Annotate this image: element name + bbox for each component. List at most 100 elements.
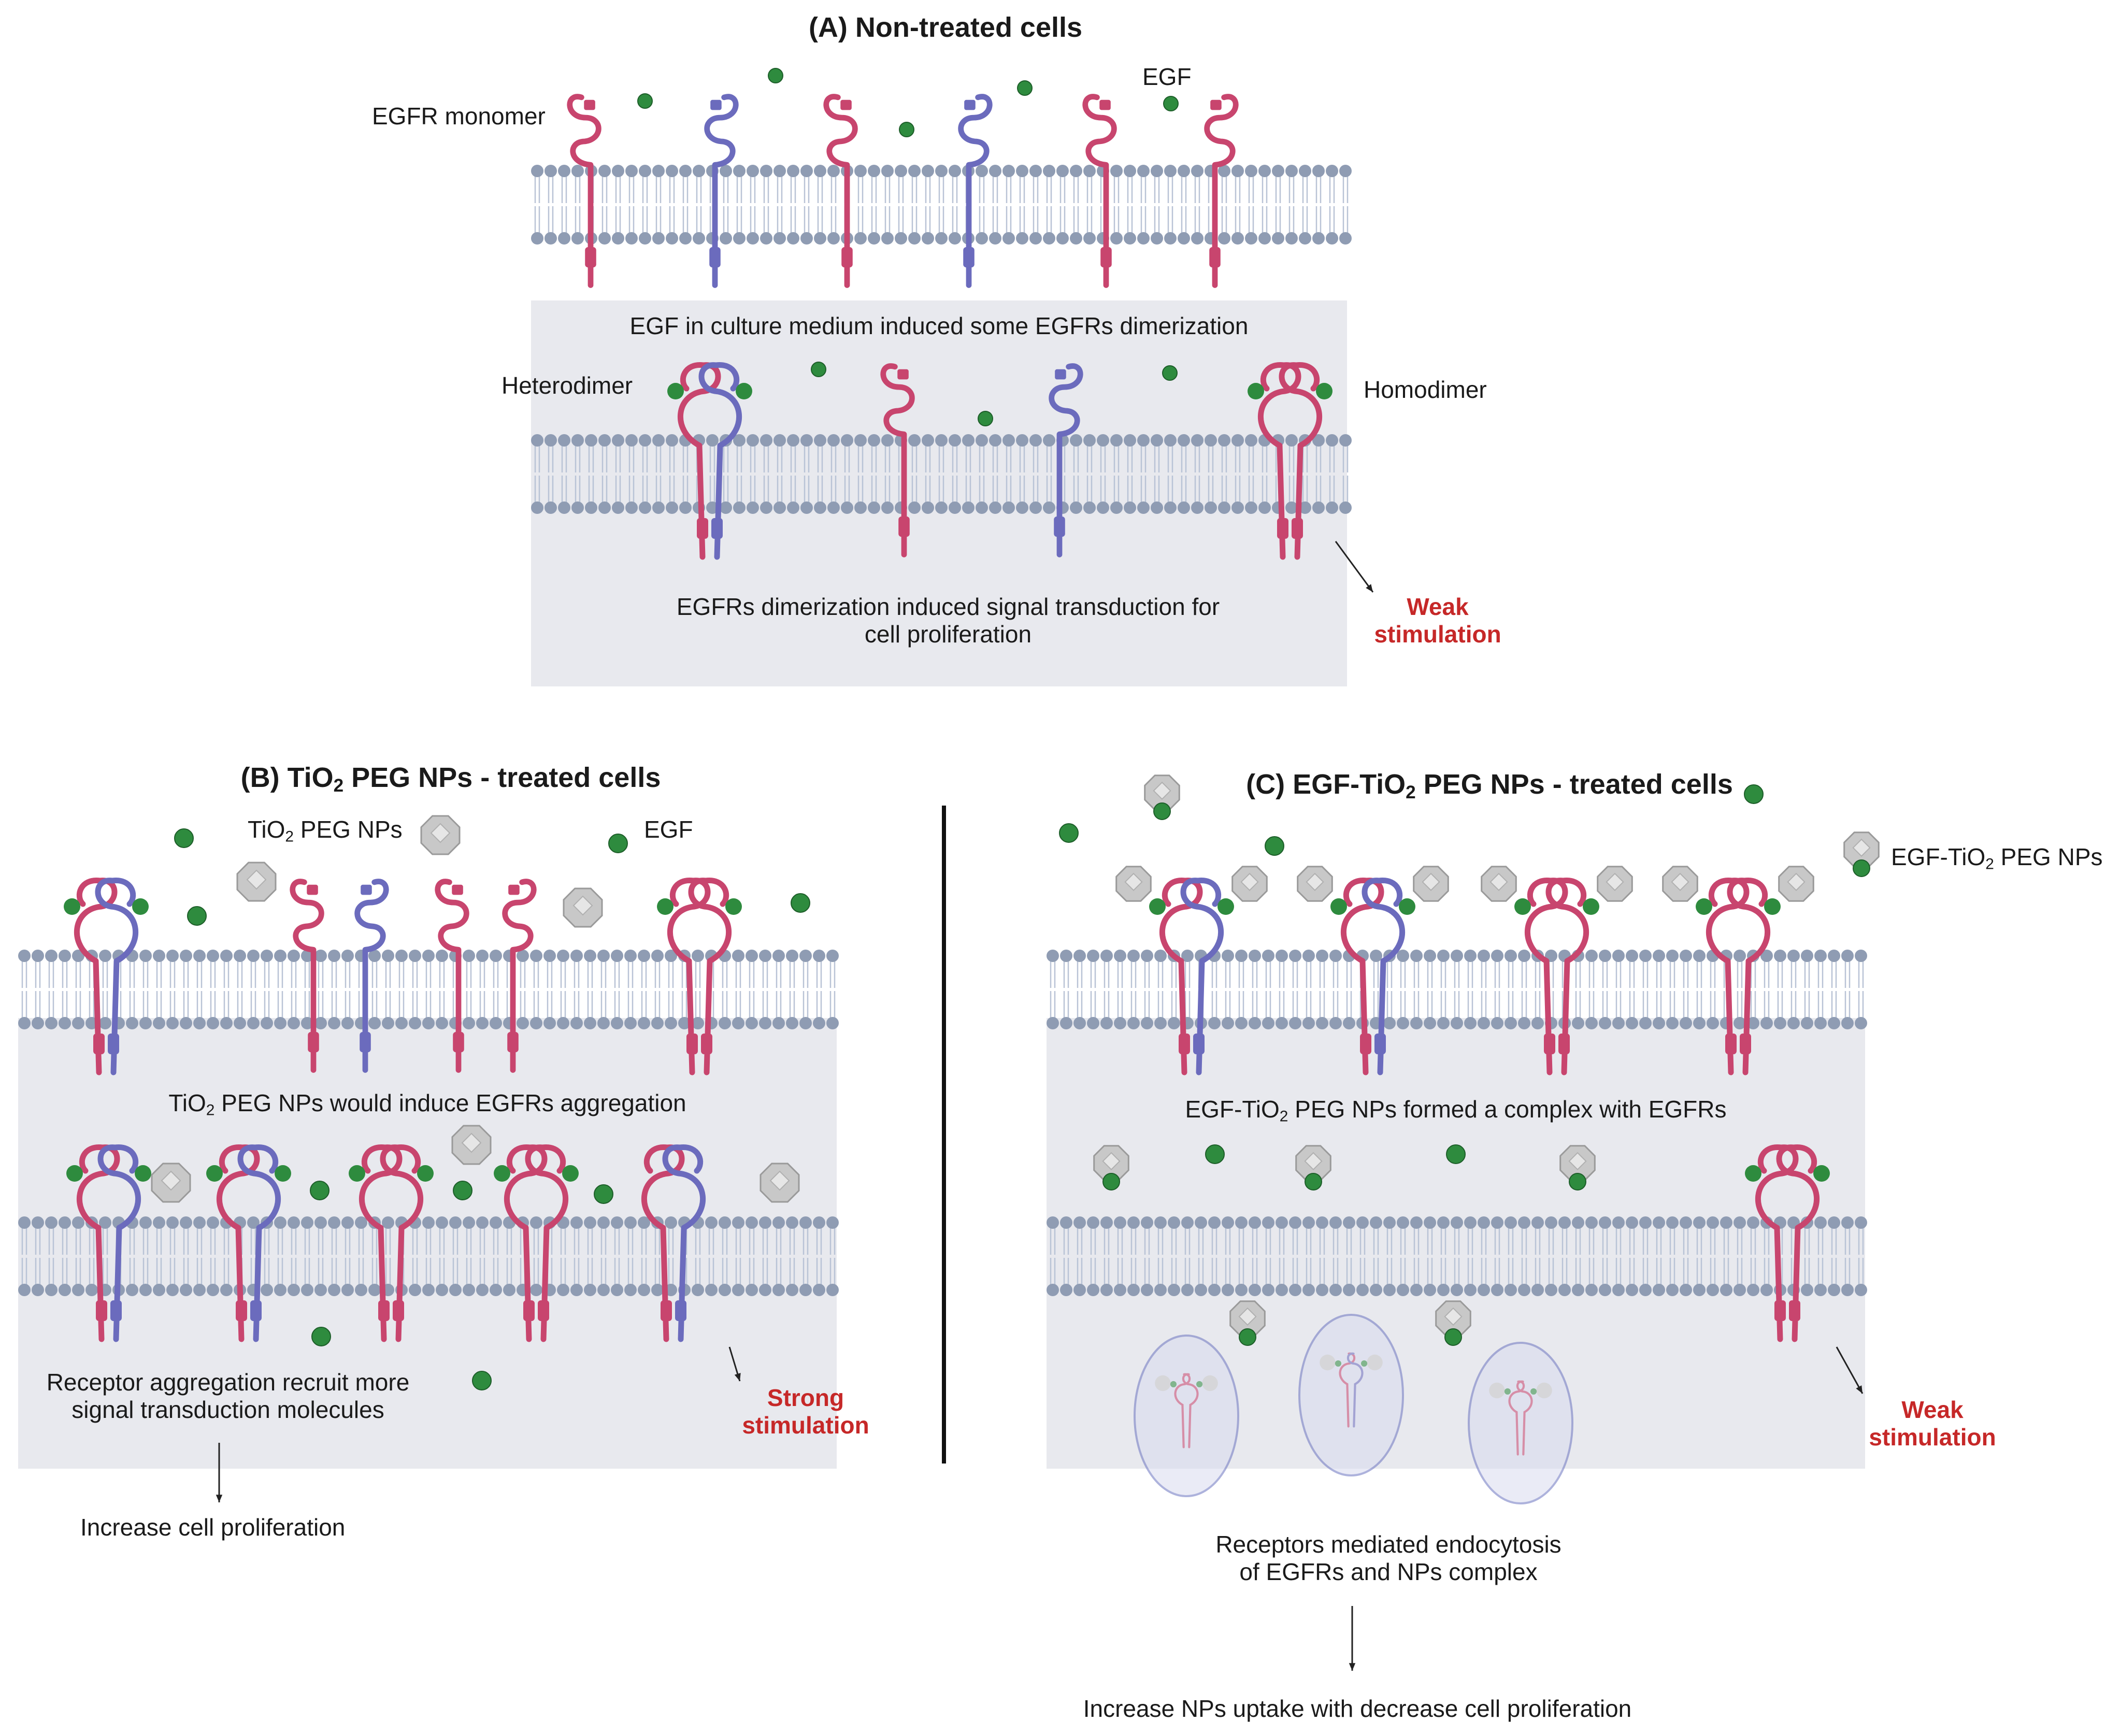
tio2-nanoparticle xyxy=(236,862,277,902)
label-homodimer: Homodimer xyxy=(1364,376,1487,403)
tio2-nanoparticle xyxy=(1597,866,1633,902)
egf-ligand xyxy=(275,1165,291,1182)
egfr-heterodimer xyxy=(64,878,149,1075)
egfr-heterodimer xyxy=(66,1144,151,1342)
egf-ligand xyxy=(349,1165,365,1182)
egf-ligand xyxy=(1059,823,1079,843)
egf-ligand xyxy=(1017,80,1033,96)
panel-b-middle-prefix: TiO xyxy=(168,1089,206,1116)
panel-a-middle-caption: EGF in culture medium induced some EGFRs… xyxy=(629,312,1249,339)
egf-ligand xyxy=(417,1165,434,1182)
panel-c-bottom-caption: Receptors mediated endocytosis of EGFRs … xyxy=(1129,1531,1647,1586)
flow-arrow-head xyxy=(1349,1663,1356,1671)
cell-membrane xyxy=(18,1216,839,1296)
panel-b-middle-sub: 2 xyxy=(206,1101,215,1119)
tio2-nanoparticle xyxy=(1413,866,1449,902)
tio2-nanoparticle xyxy=(1435,1300,1471,1337)
egf-ligand xyxy=(1399,898,1415,915)
internalized-complex xyxy=(1489,1380,1552,1456)
egfr-homodimer xyxy=(1745,1144,1830,1342)
egfr-homodimer xyxy=(1696,878,1781,1075)
egf-ligand xyxy=(1744,784,1764,804)
egf-ligand xyxy=(1163,96,1179,111)
egf-ligand xyxy=(1514,898,1531,915)
flow-arrow-head xyxy=(216,1495,223,1502)
egf-ligand xyxy=(1330,898,1347,915)
egf-ligand xyxy=(472,1371,492,1390)
egf-ligand xyxy=(899,122,914,137)
egf-ligand xyxy=(1853,859,1870,877)
egf-ligand xyxy=(768,68,783,83)
egf-ligand xyxy=(667,383,684,399)
egf-ligand xyxy=(1153,802,1171,820)
egfr-monomer-red xyxy=(502,879,537,1073)
egf-ligand xyxy=(310,1181,329,1200)
panel-a-stimulation-line2: stimulation xyxy=(1374,620,1501,648)
egfr-homodimer xyxy=(1514,878,1599,1075)
label-tio2-prefix: TiO xyxy=(248,816,285,843)
egf-ligand xyxy=(206,1165,223,1182)
egf-ligand xyxy=(736,383,752,399)
tio2-nanoparticle xyxy=(1297,866,1333,902)
egf-ligand xyxy=(637,93,653,109)
label-egf-tio2-sub: 2 xyxy=(1985,855,1994,873)
egf-ligand xyxy=(1316,383,1333,399)
egf-ligand xyxy=(187,906,207,926)
panel-c-title-sub: 2 xyxy=(1406,782,1416,802)
panel-b-title-suffix: PEG NPs - treated cells xyxy=(343,762,661,793)
panel-c-outcome: Increase NPs uptake with decrease cell p… xyxy=(1083,1695,1632,1722)
egf-ligand xyxy=(1444,1328,1462,1346)
egf-ligand xyxy=(1745,1165,1761,1182)
egf-ligand xyxy=(1265,836,1284,856)
panel-b-stimulation: Strong stimulation xyxy=(707,1384,904,1439)
panel-b-title-sub: 2 xyxy=(333,775,344,796)
panel-b-stimulation-line2: stimulation xyxy=(742,1411,869,1439)
egf-ligand xyxy=(657,898,674,915)
panel-b-middle-suffix: PEG NPs would induce EGFRs aggregation xyxy=(214,1089,686,1116)
cell-membrane xyxy=(531,434,1352,514)
panel-c-bottom-caption-line1: Receptors mediated endocytosis xyxy=(1215,1531,1561,1558)
panel-c-stimulation-line2: stimulation xyxy=(1869,1423,1996,1451)
panel-c-stimulation-line1: Weak xyxy=(1901,1396,1964,1423)
cell-membrane xyxy=(18,950,839,1029)
panel-b-title: (B) TiO2 PEG NPs - treated cells xyxy=(171,762,730,796)
cell-membrane xyxy=(531,165,1352,245)
panel-c-middle-sub: 2 xyxy=(1279,1108,1288,1125)
egfr-homodimer xyxy=(494,1144,579,1342)
endocytic-vesicle xyxy=(1134,1335,1239,1497)
egfr-heterodimer xyxy=(1149,878,1234,1075)
panel-c-middle-prefix: EGF-TiO xyxy=(1185,1096,1280,1123)
endocytic-vesicle xyxy=(1468,1342,1573,1504)
label-heterodimer: Heterodimer xyxy=(502,372,633,399)
egf-ligand xyxy=(494,1165,510,1182)
label-egf-a: EGF xyxy=(1142,63,1192,90)
egf-ligand xyxy=(594,1184,613,1204)
tio2-nanoparticle xyxy=(1481,866,1517,902)
egf-ligand xyxy=(1764,898,1781,915)
panel-a-bottom-caption-line1: EGFRs dimerization induced signal transd… xyxy=(676,593,1220,620)
tio2-nanoparticle xyxy=(1231,866,1268,902)
tio2-nanoparticle xyxy=(1778,866,1814,902)
panel-c-title-suffix: PEG NPs - treated cells xyxy=(1415,769,1733,800)
label-egf-tio2-peg-nps: EGF-TiO2 PEG NPs xyxy=(1891,843,2103,873)
panel-c-middle-caption: EGF-TiO2 PEG NPs formed a complex with E… xyxy=(1047,1096,1865,1126)
egfr-heterodimer xyxy=(641,1144,706,1342)
cell-membrane xyxy=(1047,950,1867,1029)
tio2-nanoparticle xyxy=(563,887,603,928)
egf-ligand xyxy=(1102,1173,1120,1190)
flow-arrow xyxy=(1836,1346,1864,1394)
panel-c-title: (C) EGF-TiO2 PEG NPs - treated cells xyxy=(1192,768,1787,803)
egf-ligand xyxy=(135,1165,151,1182)
tio2-nanoparticle xyxy=(1229,1300,1266,1337)
flow-arrow-head xyxy=(1366,584,1373,592)
egfr-monomer-red xyxy=(880,363,915,557)
egf-ligand xyxy=(1446,1144,1466,1164)
panel-a-stimulation: Weak stimulation xyxy=(1339,593,1536,648)
egfr-monomer-red xyxy=(823,94,858,288)
egfr-monomer-red xyxy=(290,879,324,1073)
label-egf-tio2-prefix: EGF-TiO xyxy=(1891,843,1986,870)
internalized-complex xyxy=(1155,1373,1218,1448)
egf-ligand xyxy=(1217,898,1234,915)
